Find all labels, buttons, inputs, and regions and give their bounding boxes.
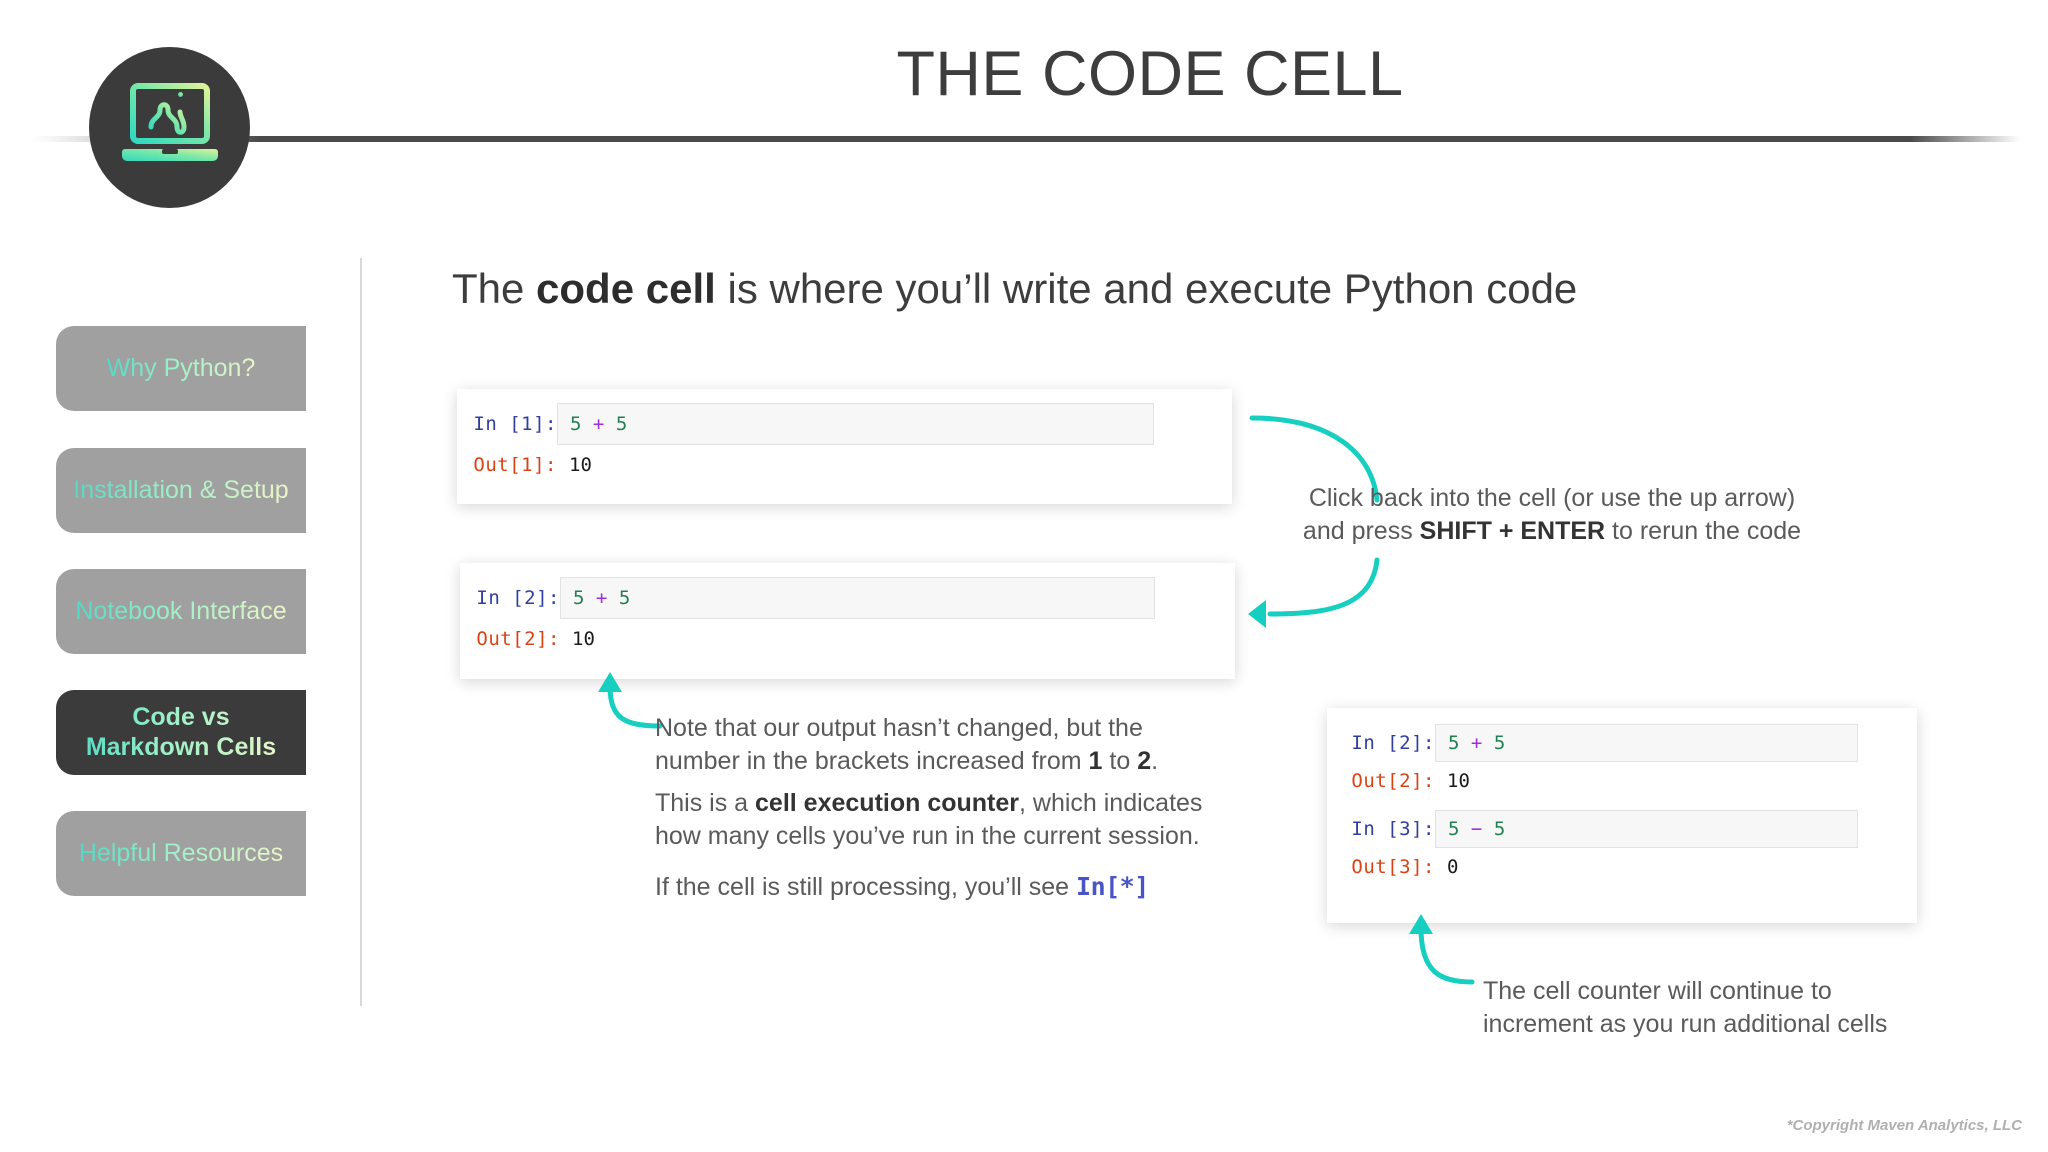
out-prompt-label: Out[2]: xyxy=(1351,770,1435,792)
content-heading: The code cell is where you’ll write and … xyxy=(452,265,1577,313)
page-title: THE CODE CELL xyxy=(896,39,1404,109)
annotation-counter: This is a cell execution counter, which … xyxy=(655,787,1215,853)
code-input-field[interactable]: 5 − 5 xyxy=(1435,810,1858,848)
annotation-shortcut: SHIFT + ENTER xyxy=(1419,517,1606,545)
annotation-note: Note that our output hasn’t changed, but… xyxy=(655,712,1195,778)
code-token-operator: + xyxy=(1470,732,1483,754)
code-token-number: 5 xyxy=(618,587,631,609)
code-token-number: 5 xyxy=(573,587,585,609)
annotation-star-pre: If the cell is still processing, you’ll … xyxy=(655,873,1077,901)
output-value: 10 xyxy=(569,454,592,476)
annotation-counter-post: , which indicates how many cells you’ve … xyxy=(655,789,1203,850)
content-divider xyxy=(360,258,362,1006)
notebook-output-row: Out[2]: 10 xyxy=(1327,762,1917,792)
brand-logo xyxy=(89,47,250,208)
header-divider-rule xyxy=(30,136,2020,142)
out-prompt-label: Out[3]: xyxy=(1351,856,1435,878)
output-value: 10 xyxy=(572,628,595,650)
annotation-note-bold-1: 1 xyxy=(1088,747,1103,775)
sidebar-item-label: Notebook Interface xyxy=(75,596,287,625)
sidebar-item-label: Why Python? xyxy=(106,353,256,382)
in-prompt-label: In [2]: xyxy=(1351,732,1435,754)
code-token-number: 5 xyxy=(570,413,582,435)
sidebar-item-label: Helpful Resources xyxy=(78,838,284,867)
code-token-number: 5 xyxy=(615,413,628,435)
in-prompt-label: In [3]: xyxy=(1351,818,1435,840)
curved-arrow-note-stem xyxy=(607,683,663,729)
notebook-input-row: In [1]: 5 + 5 xyxy=(457,389,1232,445)
sidebar-item-why-python[interactable]: Why Python? xyxy=(56,326,306,411)
code-token-number: 5 xyxy=(1448,732,1460,754)
notebook-output-row: Out[2]: 10 xyxy=(460,619,1235,650)
notebook-cell-block-2: In [2]: 5 + 5 Out[2]: 10 xyxy=(460,563,1235,679)
sidebar-item-installation-setup[interactable]: Installation & Setup xyxy=(56,448,306,533)
heading-emphasis: code cell xyxy=(536,265,716,312)
output-value: 0 xyxy=(1447,856,1459,878)
sidebar-item-notebook-interface[interactable]: Notebook Interface xyxy=(56,569,306,654)
annotation-line-2-pre: and press xyxy=(1302,517,1420,545)
notebook-output-row: Out[3]: 0 xyxy=(1327,848,1917,878)
annotation-increment: The cell counter will continue to increm… xyxy=(1483,977,1888,1038)
code-token-number: 5 xyxy=(1448,818,1460,840)
annotation-note-bold-2: 2 xyxy=(1137,747,1152,775)
annotation-counter-pre: This is a xyxy=(655,789,756,817)
sidebar-nav: Why Python? Installation & Setup Noteboo… xyxy=(0,0,330,1152)
notebook-output-row: Out[1]: 10 xyxy=(457,445,1232,476)
code-token-operator: + xyxy=(595,587,608,609)
heading-post: is where you’ll write and execute Python… xyxy=(715,265,1578,312)
notebook-cell-block-3: In [2]: 5 + 5 Out[2]: 10 In [3]: 5 − 5 O… xyxy=(1327,708,1917,923)
in-prompt-label: In [2]: xyxy=(476,587,560,609)
annotation-note-pre: Note that our output hasn’t changed, but… xyxy=(655,714,1143,775)
arrow-head-left xyxy=(1248,600,1266,628)
sidebar-item-code-vs-markdown-cells[interactable]: Code vs Markdown Cells xyxy=(56,690,306,775)
notebook-cell-block-1: In [1]: 5 + 5 Out[1]: 10 xyxy=(457,389,1232,504)
sidebar-item-label: Code vs Markdown Cells xyxy=(72,703,290,762)
code-token-operator: − xyxy=(1470,818,1483,840)
curved-arrow-bottom-stem xyxy=(1267,557,1380,617)
sidebar-item-helpful-resources[interactable]: Helpful Resources xyxy=(56,811,306,896)
sidebar-item-label: Installation & Setup xyxy=(73,475,289,504)
heading-pre: The xyxy=(452,265,537,312)
notebook-input-row: In [2]: 5 + 5 xyxy=(1327,708,1917,762)
out-prompt-label: Out[2]: xyxy=(476,628,560,650)
code-token-number: 5 xyxy=(1493,818,1506,840)
annotation-line-2-post: to rerun the code xyxy=(1605,517,1802,545)
curved-arrow-increment-stem xyxy=(1418,925,1475,985)
code-input-field[interactable]: 5 + 5 xyxy=(1435,724,1858,762)
inline-code-in-star: In[*] xyxy=(1076,872,1149,901)
annotation-star: If the cell is still processing, you’ll … xyxy=(655,870,1195,904)
annotation-line-1: Click back into the cell (or use the up … xyxy=(1308,484,1796,512)
annotation-note-post: . xyxy=(1151,747,1159,775)
code-input-field[interactable]: 5 + 5 xyxy=(560,577,1155,619)
out-prompt-label: Out[1]: xyxy=(473,454,557,476)
code-token-operator: + xyxy=(592,413,605,435)
code-token-number: 5 xyxy=(1493,732,1506,754)
in-prompt-label: In [1]: xyxy=(473,413,557,435)
output-value: 10 xyxy=(1447,770,1470,792)
annotation-note-mid: to xyxy=(1102,747,1138,775)
annotation-counter-bold: cell execution counter xyxy=(755,789,1019,817)
copyright-notice: *Copyright Maven Analytics, LLC xyxy=(1786,1117,2022,1134)
notebook-input-row: In [3]: 5 − 5 xyxy=(1327,792,1917,848)
annotation-shift-enter: Click back into the cell (or use the up … xyxy=(1292,482,1812,548)
code-input-field[interactable]: 5 + 5 xyxy=(557,403,1154,445)
notebook-input-row: In [2]: 5 + 5 xyxy=(460,563,1235,619)
